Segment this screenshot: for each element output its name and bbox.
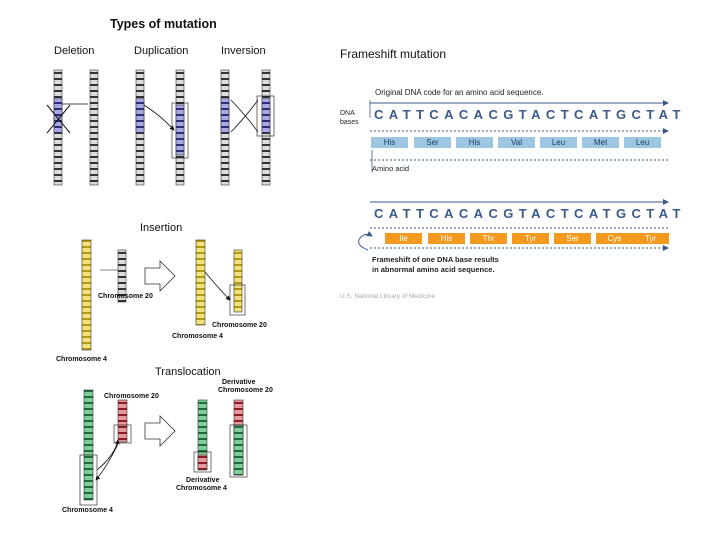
insertion-chr20-right: [233, 249, 243, 313]
frameshift-note-line2: in abnormal amino acid sequence.: [372, 265, 495, 274]
insertion-chr4-right: [195, 239, 206, 326]
transloc-arrow-up: [96, 439, 120, 471]
insertion-chr4-label-left: Chromosome 4: [56, 356, 107, 363]
orig-amino-4: Val: [498, 137, 535, 148]
mut-amino-6: Cys: [596, 233, 633, 244]
transloc-arrow-down: [95, 443, 119, 481]
insertion-chr20-label-left: Chromosome 20: [98, 293, 153, 300]
orig-amino-5: Leu: [540, 137, 577, 148]
transloc-chr20-label: Chromosome 20: [104, 393, 159, 400]
mut-amino-3: Thr: [470, 233, 507, 244]
mut-amino-7: Tyr: [632, 233, 669, 244]
original-dna-sequence: CATTCACACGTACTCATGCTAT: [374, 107, 686, 122]
duplication-box: [171, 102, 189, 159]
inversion-curve-a: [230, 99, 259, 133]
mut-amino-2: His: [428, 233, 465, 244]
amino-acid-label: Amino acid: [372, 164, 410, 173]
transloc-chr4: [83, 389, 94, 501]
translocation-label: Translocation: [155, 366, 221, 378]
transloc-deriv20-label-2: Chromosome 20: [218, 387, 273, 394]
inversion-label: Inversion: [221, 45, 266, 57]
deletion-chromosome-b: [89, 69, 99, 186]
inversion-segment-a: [220, 97, 230, 134]
transloc-deriv4-label-2: Chromosome 4: [176, 485, 227, 492]
inversion-box: [256, 95, 275, 137]
insertion-chr20-label-right: Chromosome 20: [212, 322, 267, 329]
transloc-big-arrow: [144, 415, 176, 447]
duplication-label: Duplication: [134, 45, 189, 57]
frameshift-title: Frameshift mutation: [340, 47, 447, 61]
deletion-cross-b: [46, 104, 71, 134]
original-dna-label: Original DNA code for an amino acid sequ…: [375, 88, 544, 97]
inversion-diagram: [220, 69, 275, 186]
mutated-dna-sequence: CATTCACACGTACTCATGCTAT: [374, 206, 686, 221]
mut-amino-4: Tyr: [512, 233, 549, 244]
transloc-deriv20-label-1: Derivative: [222, 379, 256, 386]
inversion-segment-b: [261, 97, 271, 134]
orig-amino-2: Ser: [414, 137, 451, 148]
duplication-segment-a: [135, 97, 145, 134]
insertion-big-arrow: [144, 260, 176, 292]
transloc-box-c: [193, 451, 212, 473]
transloc-deriv4-label-1: Derivative: [186, 477, 220, 484]
orig-amino-6: Met: [582, 137, 619, 148]
inversion-curve-b: [230, 99, 259, 133]
insertion-label: Insertion: [140, 222, 183, 234]
frameshift-note-line1: Frameshift of one DNA base results: [372, 255, 499, 264]
mut-amino-1: Ile: [385, 233, 422, 244]
orig-amino-1: His: [371, 137, 408, 148]
duplication-arrow: [143, 104, 175, 131]
deletion-label: Deletion: [54, 45, 95, 57]
transloc-chr4-label: Chromosome 4: [62, 507, 113, 514]
insertion-chr4-label-right: Chromosome 4: [172, 333, 223, 340]
duplication-segment-b: [175, 104, 185, 156]
mut-amino-5: Ser: [554, 233, 591, 244]
orig-amino-7: Leu: [624, 137, 661, 148]
orig-amino-3: His: [456, 137, 493, 148]
dna-label-line1: DNA: [340, 110, 355, 117]
insertion-chr20-left: [117, 249, 127, 303]
transloc-box-b: [113, 424, 132, 444]
dna-label-line2: bases: [340, 119, 359, 126]
types-of-mutation-title: Types of mutation: [110, 17, 217, 31]
frameshift-curve-arrow: [358, 230, 373, 251]
insertion-diagram: [81, 239, 246, 351]
transloc-box-d: [229, 424, 248, 478]
insertion-small-arrow: [204, 271, 231, 301]
deletion-diagram: [46, 69, 99, 186]
credit-text: U.S. National Library of Medicine: [340, 293, 436, 300]
insertion-chr4-left: [81, 239, 92, 351]
transloc-chr20: [117, 399, 128, 443]
translocation-diagram: [79, 389, 248, 506]
duplication-diagram: [135, 69, 189, 186]
